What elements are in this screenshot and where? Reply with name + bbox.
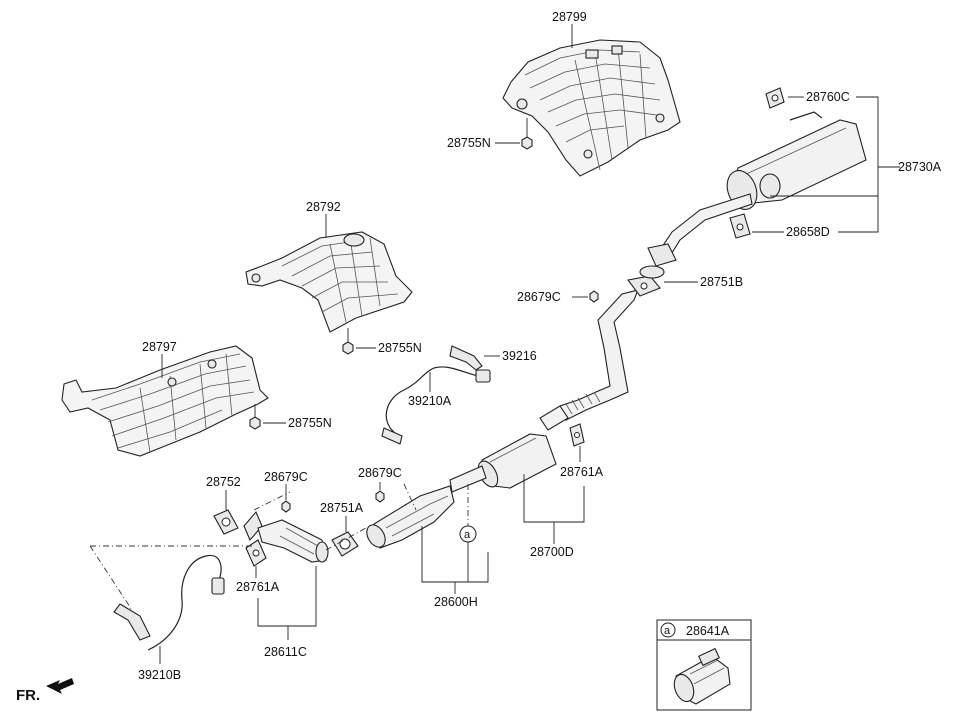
label-28761A-left: 28761A bbox=[236, 580, 280, 594]
o2-sensor-39210A bbox=[381, 366, 491, 445]
label-39210B: 39210B bbox=[138, 668, 181, 682]
bracket-28611C bbox=[257, 566, 317, 627]
bracket-39216 bbox=[449, 345, 500, 371]
bracket-28730A bbox=[838, 96, 879, 233]
o2-sensor-39210B bbox=[113, 554, 225, 664]
nut-28679C-center bbox=[375, 482, 385, 503]
callout-marker-text: a bbox=[464, 529, 471, 541]
label-28600H: 28600H bbox=[434, 595, 478, 609]
gasket-28752 bbox=[213, 490, 239, 535]
inset-box-28641A bbox=[656, 619, 752, 711]
nut-28755N-top bbox=[495, 118, 533, 150]
rear-muffler-28730A bbox=[647, 111, 867, 267]
warmup-cat-28611C bbox=[243, 510, 329, 567]
label-28679C-right: 28679C bbox=[517, 290, 561, 304]
label-28751A: 28751A bbox=[320, 501, 364, 515]
nut-28679C-left bbox=[281, 484, 291, 513]
front-pipe-assembly bbox=[366, 265, 698, 549]
label-28730A: 28730A bbox=[898, 160, 942, 174]
heat-shield-28797 bbox=[61, 345, 269, 457]
dash-line-5 bbox=[325, 527, 367, 551]
label-39216: 39216 bbox=[502, 349, 537, 363]
hanger-28658D bbox=[729, 213, 784, 239]
label-28755N-top: 28755N bbox=[447, 136, 491, 150]
nut-28755N-mid bbox=[342, 328, 376, 355]
label-28799: 28799 bbox=[552, 10, 587, 24]
hanger-28760C bbox=[765, 87, 804, 109]
label-28797: 28797 bbox=[142, 340, 177, 354]
label-28658D: 28658D bbox=[786, 225, 830, 239]
nut-28679C-right bbox=[572, 290, 599, 303]
bracket-28600H bbox=[421, 526, 489, 583]
hanger-28761A-right bbox=[569, 423, 585, 462]
label-28755N-low: 28755N bbox=[288, 416, 332, 430]
dash-line-4 bbox=[403, 483, 417, 511]
heat-shield-28799 bbox=[502, 39, 681, 177]
label-28611C: 28611C bbox=[264, 645, 307, 659]
label-28679C-left: 28679C bbox=[264, 470, 308, 484]
bracket-28700D bbox=[523, 474, 585, 523]
label-28641A: 28641A bbox=[686, 624, 730, 638]
label-28751B: 28751B bbox=[700, 275, 743, 289]
front-direction-arrow-icon bbox=[46, 678, 74, 694]
label-28755N-mid: 28755N bbox=[378, 341, 422, 355]
nut-28755N-low bbox=[249, 404, 286, 430]
front-indicator-text: FR. bbox=[16, 687, 40, 704]
label-28761A-right: 28761A bbox=[560, 465, 604, 479]
gasket-28751A bbox=[331, 516, 359, 557]
label-39210A: 39210A bbox=[408, 394, 452, 408]
label-28752: 28752 bbox=[206, 475, 241, 489]
label-28792: 28792 bbox=[306, 200, 341, 214]
inset-marker: a bbox=[664, 625, 671, 637]
label-28700D: 28700D bbox=[530, 545, 574, 559]
label-28760C: 28760C bbox=[806, 90, 850, 104]
label-28679C-center: 28679C bbox=[358, 466, 402, 480]
heat-shield-28792 bbox=[245, 231, 413, 333]
dash-line-2 bbox=[89, 545, 133, 611]
